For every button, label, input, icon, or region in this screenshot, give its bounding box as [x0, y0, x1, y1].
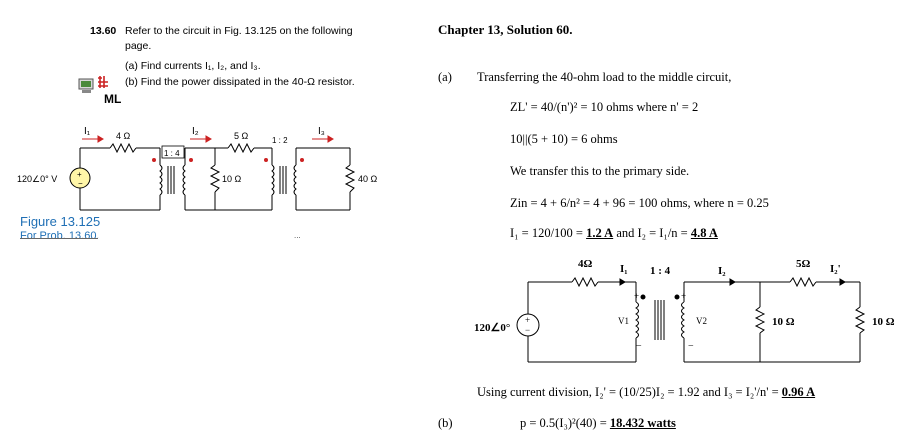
source-plus: + — [77, 170, 82, 179]
polarity-dot — [300, 158, 304, 162]
label-i2: I₂ — [718, 265, 726, 277]
solution-heading: Chapter 13, Solution 60. — [438, 22, 573, 37]
label-r4: 4 Ω — [116, 131, 131, 141]
label-r10b: 10 Ω — [872, 316, 895, 328]
problem-text-line2: page. — [125, 40, 152, 52]
label-ratio: 1 : 4 — [650, 265, 671, 277]
figure-subcaption: For Prob. 13.60. — [20, 230, 100, 238]
line7-pre: Using current division, I₂' = (10/25)I₂ … — [477, 385, 782, 399]
problem-part-a: (a) Find currents I₁, I₂, and I₃. — [125, 60, 261, 72]
transformer-coil — [293, 164, 297, 196]
label-r10: 10 Ω — [222, 174, 242, 184]
problem-text-line1: Refer to the circuit in Fig. 13.125 on t… — [125, 25, 353, 37]
part-a-label: (a) — [438, 70, 452, 84]
line6-mid: and I₂ = I₁/n = — [613, 226, 691, 240]
solution-line4: We transfer this to the primary side. — [510, 164, 690, 178]
figure-subcaption-clip: For Prob. 13.60. — [20, 230, 100, 238]
label-i1: I₁ — [620, 263, 628, 275]
label-minus-v1: − — [636, 341, 642, 352]
label-r5: 5Ω — [796, 258, 811, 270]
answer-i2: 4.8 A — [690, 226, 718, 240]
source-plus: + — [525, 315, 530, 325]
label-r4: 4Ω — [578, 258, 593, 270]
solution-line1: Transferring the 40-ohm load to the midd… — [477, 70, 732, 84]
polarity-dot — [264, 158, 268, 162]
answer-i1: 1.2 A — [586, 226, 614, 240]
solution-line5: Zin = 4 + 6/n² = 4 + 96 = 100 ohms, wher… — [510, 196, 769, 210]
label-v2: V2 — [696, 316, 707, 326]
resistor-5-ohm — [227, 142, 255, 154]
polarity-dot — [674, 294, 680, 300]
resistor-10-ohm-a — [754, 306, 766, 334]
polarity-dot — [640, 294, 646, 300]
figure-caption: Figure 13.125 — [20, 214, 101, 229]
ellipsis: ... — [294, 231, 301, 240]
label-i1: I₁ — [84, 126, 91, 137]
transformer-coil — [182, 164, 186, 196]
source-minus: − — [78, 179, 83, 188]
solution-line8: p = 0.5(I₃)²(40) = 18.432 watts — [520, 416, 676, 431]
resistor-10-ohm-b — [854, 306, 866, 334]
label-r10a: 10 Ω — [772, 316, 795, 328]
label-i3: I₃ — [318, 126, 325, 137]
label-r5: 5 Ω — [234, 131, 249, 141]
transformer-coil — [159, 164, 163, 196]
circuit-figure-13-125: + − I₁ 4 Ω 1 : 4 I₂ 5 Ω 1 : 2 I₃ 10 Ω 40… — [17, 126, 378, 240]
label-source: 120∠0° — [474, 322, 510, 334]
transformer-coil — [635, 301, 639, 339]
line8-pre: p = 0.5(I₃)²(40) = — [520, 416, 610, 430]
transformer-coil — [271, 164, 275, 196]
solution-line6: I₁ = 120/100 = 1.2 A and I₂ = I₁/n = 4.8… — [510, 226, 718, 241]
line6-pre: I₁ = 120/100 = — [510, 226, 587, 240]
transformer-coil — [681, 301, 685, 339]
label-i2p: I₂' — [830, 263, 841, 275]
polarity-dot — [152, 158, 156, 162]
voltage-source — [516, 313, 540, 337]
caption-rule — [20, 238, 98, 239]
label-plus-v2: + — [681, 291, 686, 301]
solution-line3: 10||(5 + 10) = 6 ohms — [510, 132, 618, 146]
label-ratio1: 1 : 4 — [164, 149, 180, 158]
resistor-4-ohm — [571, 276, 599, 288]
voltage-source — [69, 167, 91, 189]
problem-part-b: (b) Find the power dissipated in the 40-… — [125, 76, 355, 88]
solution-circuit: + − 4Ω I₁ 1 : 4 I₂ 5Ω I₂' + + V1 V2 − − … — [474, 258, 895, 363]
resistor-4-ohm — [109, 142, 137, 154]
label-plus-v1: + — [634, 291, 639, 301]
label-r40: 40 Ω — [358, 174, 378, 184]
label-source: 120∠0° V — [17, 174, 57, 184]
resistor-5-ohm — [789, 276, 817, 288]
answer-i3: 0.96 A — [781, 385, 816, 399]
label-ratio2: 1 : 2 — [272, 136, 288, 145]
polarity-dot — [189, 158, 193, 162]
solution-line7: Using current division, I₂' = (10/25)I₂ … — [477, 385, 815, 400]
computer-ml-icon — [78, 74, 120, 104]
label-v1: V1 — [618, 316, 629, 326]
problem-number: 13.60 — [90, 25, 117, 37]
solution-line2: ZL' = 40/(n')² = 10 ohms where n' = 2 — [510, 100, 699, 114]
label-minus-v2: − — [688, 341, 694, 352]
resistor-10-ohm — [209, 164, 221, 193]
resistor-40-ohm — [344, 164, 356, 193]
label-i2: I₂ — [192, 126, 199, 137]
part-b-label: (b) — [438, 416, 453, 430]
answer-power: 18.432 watts — [609, 416, 676, 430]
source-minus: − — [525, 325, 530, 335]
ml-badge: ML — [104, 92, 122, 106]
